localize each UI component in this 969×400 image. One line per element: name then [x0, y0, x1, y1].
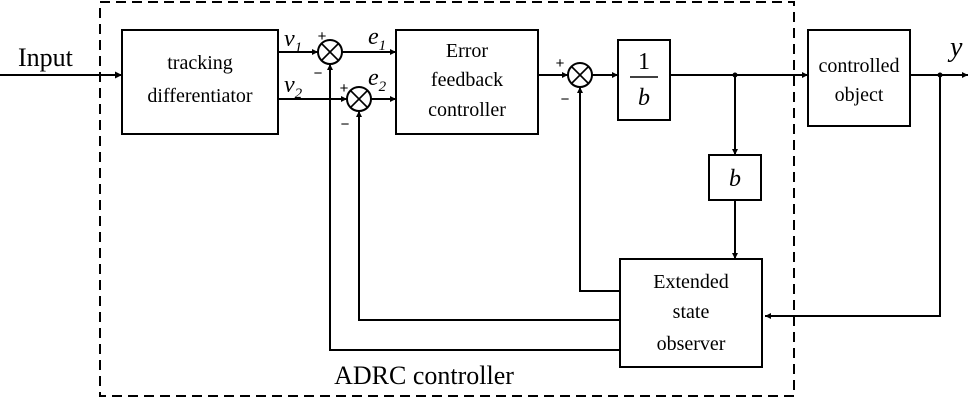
sum3-plus-sign: +	[556, 55, 565, 72]
sum3-minus-sign: −	[561, 91, 570, 108]
plant-label-line-1: controlled	[818, 55, 899, 77]
signal-v1-label: v1	[284, 26, 302, 56]
eso-label-line-1: Extended	[653, 271, 729, 293]
sum1-plus-sign: +	[318, 28, 327, 45]
sum2-plus-sign: +	[340, 80, 349, 97]
signal-e2-label: e2	[368, 65, 387, 95]
summing-junction-1	[317, 39, 343, 65]
sum1-minus-sign: −	[314, 65, 323, 82]
plant-label-line-2: object	[835, 84, 884, 106]
error-feedback-controller-block: Error feedback controller	[395, 29, 539, 135]
controlled-object-block: controlled object	[807, 29, 911, 127]
signal-v2-label: v2	[284, 72, 303, 102]
eso-label-line-2: state	[673, 301, 710, 323]
efc-label-line-3: controller	[428, 99, 506, 121]
input-label: Input	[18, 43, 74, 72]
tracking-differentiator-block: tracking differentiator	[121, 29, 279, 135]
extended-state-observer-block: Extended state observer	[619, 258, 763, 368]
inverse-gain-denominator: b	[638, 85, 650, 111]
eso-label-line-3: observer	[657, 333, 726, 355]
summing-junction-2	[346, 86, 372, 112]
td-label-line-1: tracking	[167, 52, 233, 74]
efc-label-line-1: Error	[446, 40, 489, 62]
output-label: y	[947, 32, 963, 63]
inverse-gain-block: 1 b	[617, 39, 671, 121]
signal-e1-label: e1	[368, 24, 386, 54]
container-label: ADRC controller	[334, 361, 514, 390]
signal-wires	[0, 49, 968, 351]
efc-label-line-2: feedback	[431, 69, 503, 91]
sum2-minus-sign: −	[341, 116, 350, 133]
summing-junction-3	[567, 62, 593, 88]
inverse-gain-numerator: 1	[638, 49, 650, 75]
gain-b-block: b	[708, 154, 762, 201]
gain-b-label: b	[729, 166, 741, 192]
td-label-line-2: differentiator	[147, 85, 252, 107]
